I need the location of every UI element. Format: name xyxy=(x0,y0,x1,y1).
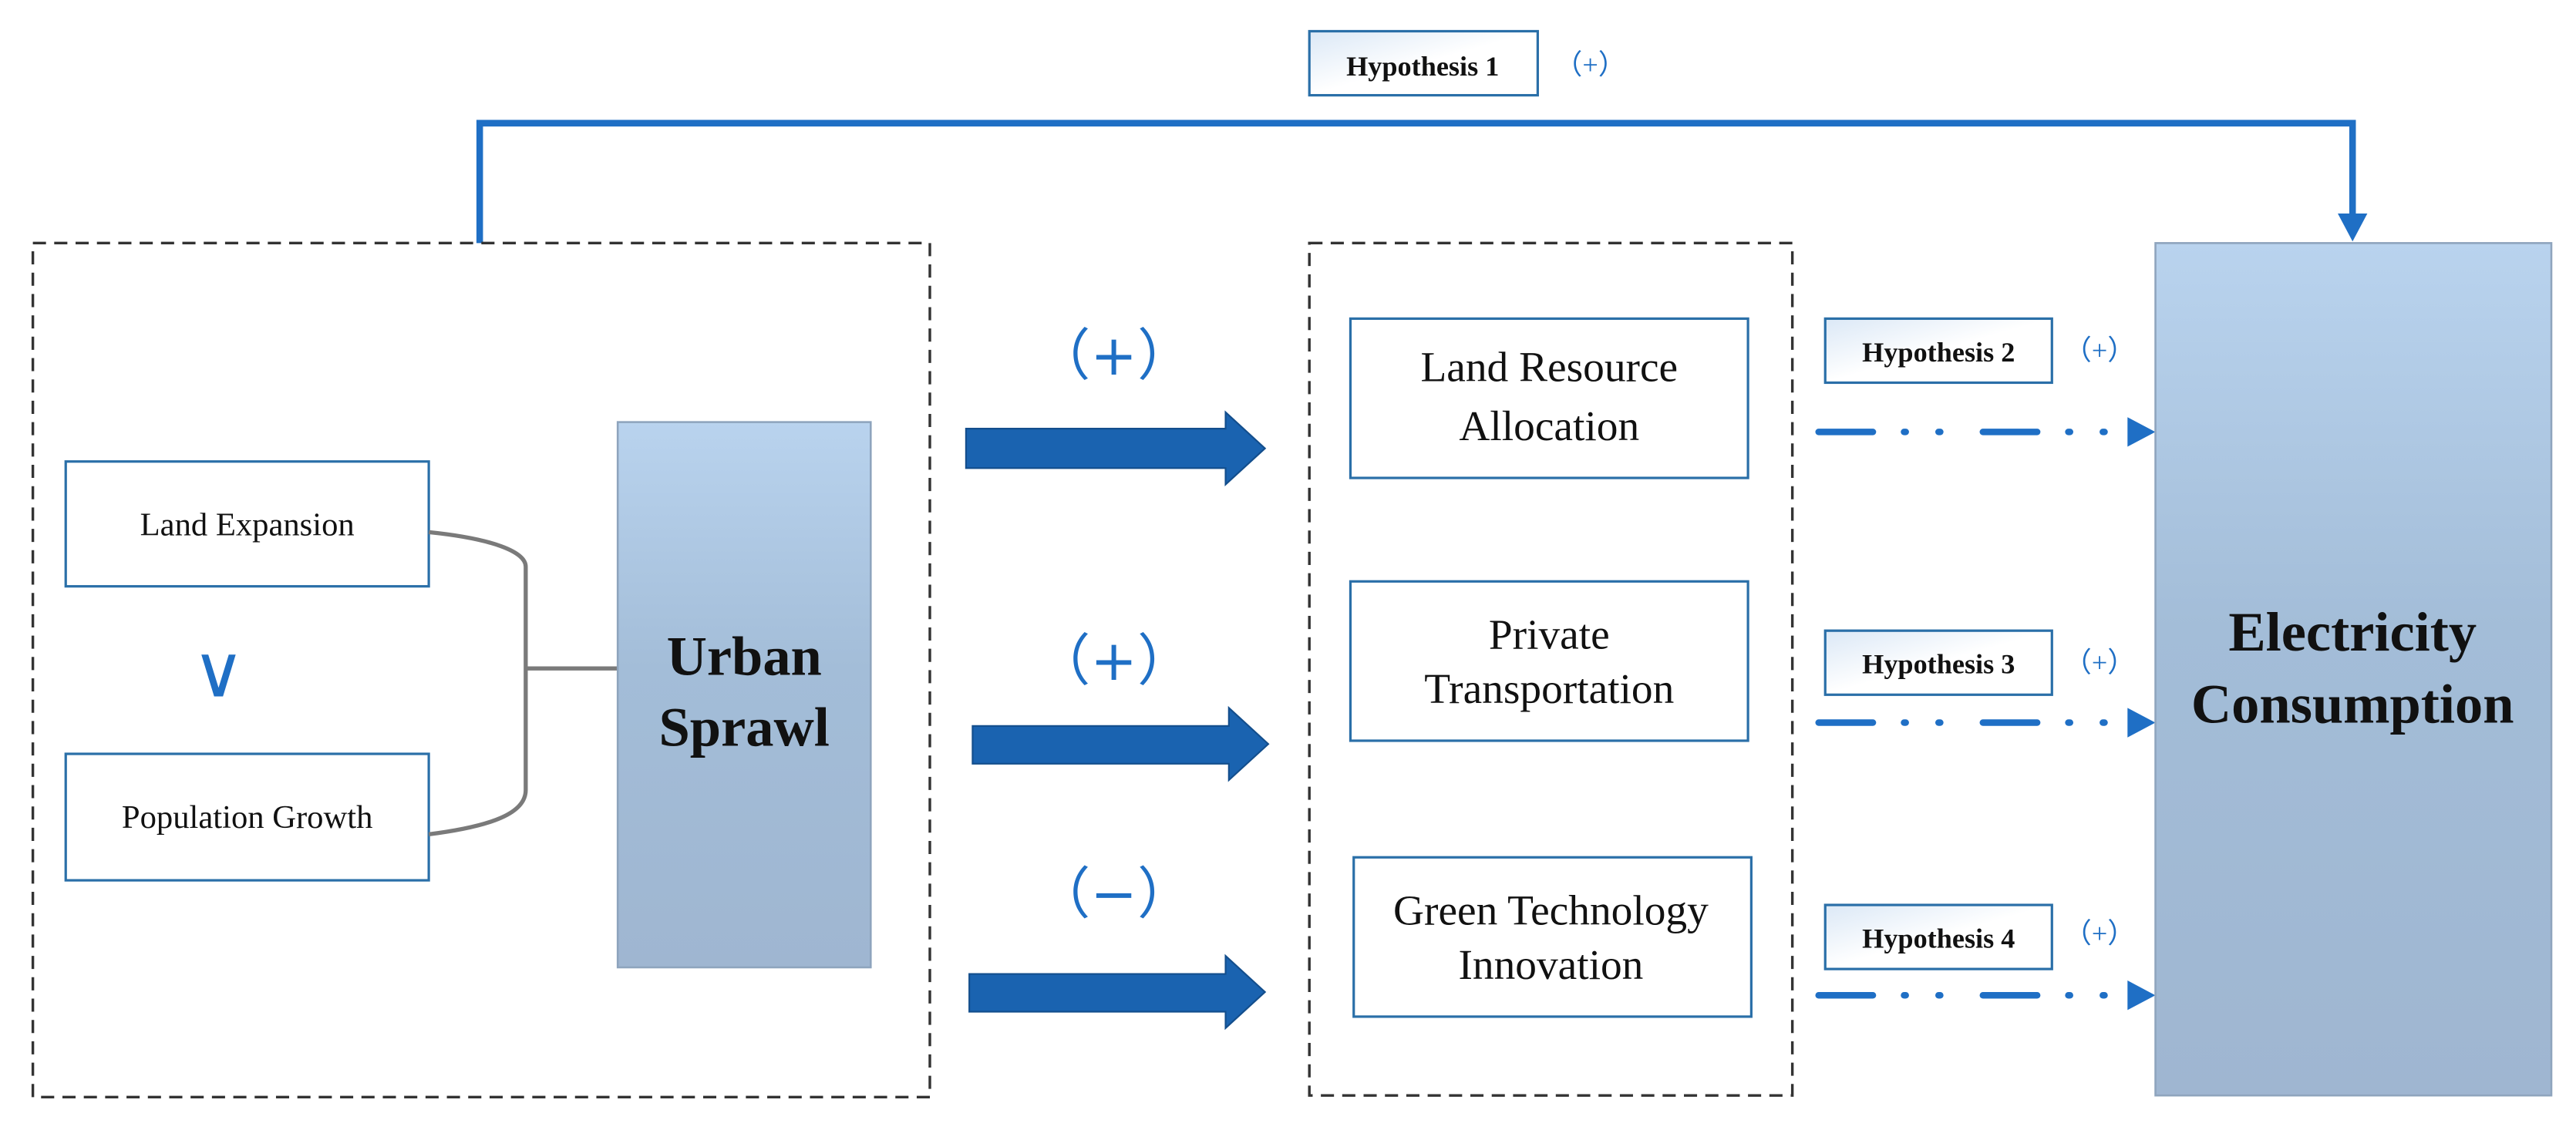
hypothesis-2-label-box: Hypothesis 2 xyxy=(1823,317,2053,385)
land-resource-box: Land Resource Allocation xyxy=(1349,317,1749,479)
hypothesis-4-sign: （+） xyxy=(2064,918,2136,949)
land-resource-line1: Land Resource xyxy=(1420,343,1678,390)
arrow-to-land-resource xyxy=(965,410,1267,486)
land-resource-line2: Allocation xyxy=(1459,402,1639,449)
hypothesis-4-label-box: Hypothesis 4 xyxy=(1823,903,2053,970)
urban-sprawl-line1: Urban xyxy=(667,625,822,688)
hypothesis-3-label-box: Hypothesis 3 xyxy=(1823,629,2053,696)
effect-sign-transport: （+） xyxy=(1035,629,1194,694)
hypothesis-2-sign: （+） xyxy=(2064,335,2136,366)
effect-sign-land: （+） xyxy=(1035,324,1194,388)
hypothesis-1-arrowhead xyxy=(2338,213,2368,242)
population-growth-label: Population Growth xyxy=(122,799,372,836)
hypothesis-3-dashed-arrow xyxy=(1815,708,2156,738)
or-operator: ∨ xyxy=(192,630,245,714)
land-expansion-box: Land Expansion xyxy=(64,460,430,588)
hypothesis-1-label-box: Hypothesis 1 xyxy=(1308,29,1539,97)
population-growth-box: Population Growth xyxy=(64,752,430,882)
bracket-connector xyxy=(428,530,618,837)
hypothesis-2-label: Hypothesis 2 xyxy=(1862,337,2015,368)
green-tech-box: Green Technology Innovation xyxy=(1352,856,1753,1018)
private-transport-line2: Transportation xyxy=(1424,665,1674,712)
arrow-to-green-tech xyxy=(968,953,1267,1031)
urban-sprawl-group xyxy=(31,241,931,1099)
hypothesis-4-dashed-arrow xyxy=(1815,980,2156,1011)
urban-sprawl-box: Urban Sprawl xyxy=(616,421,872,969)
electricity-consumption-box: Electricity Consumption xyxy=(2154,242,2553,1097)
hypothesis-2-dashed-arrow xyxy=(1815,417,2156,447)
private-transport-box: Private Transportation xyxy=(1349,580,1749,742)
hypothesis-3-label: Hypothesis 3 xyxy=(1862,649,2015,680)
private-transport-line1: Private xyxy=(1489,611,1610,658)
hypothesis-3-sign: （+） xyxy=(2064,647,2136,678)
hypothesis-1-sign: （+） xyxy=(1554,49,1626,80)
electricity-consumption-line1: Electricity xyxy=(2228,600,2477,663)
urban-sprawl-line2: Sprawl xyxy=(659,695,830,758)
hypothesis-1-label: Hypothesis 1 xyxy=(1346,51,1499,82)
green-tech-line2: Innovation xyxy=(1458,941,1643,988)
green-tech-line1: Green Technology xyxy=(1393,887,1709,934)
effect-sign-green: （−） xyxy=(1035,863,1194,927)
hypothesis-4-label: Hypothesis 4 xyxy=(1862,923,2015,953)
arrow-to-private-transport xyxy=(971,705,1270,782)
mediator-group xyxy=(1308,241,1794,1097)
land-expansion-label: Land Expansion xyxy=(140,507,355,543)
hypothesis-1-connector xyxy=(476,119,2368,244)
electricity-consumption-line2: Consumption xyxy=(2191,673,2514,735)
